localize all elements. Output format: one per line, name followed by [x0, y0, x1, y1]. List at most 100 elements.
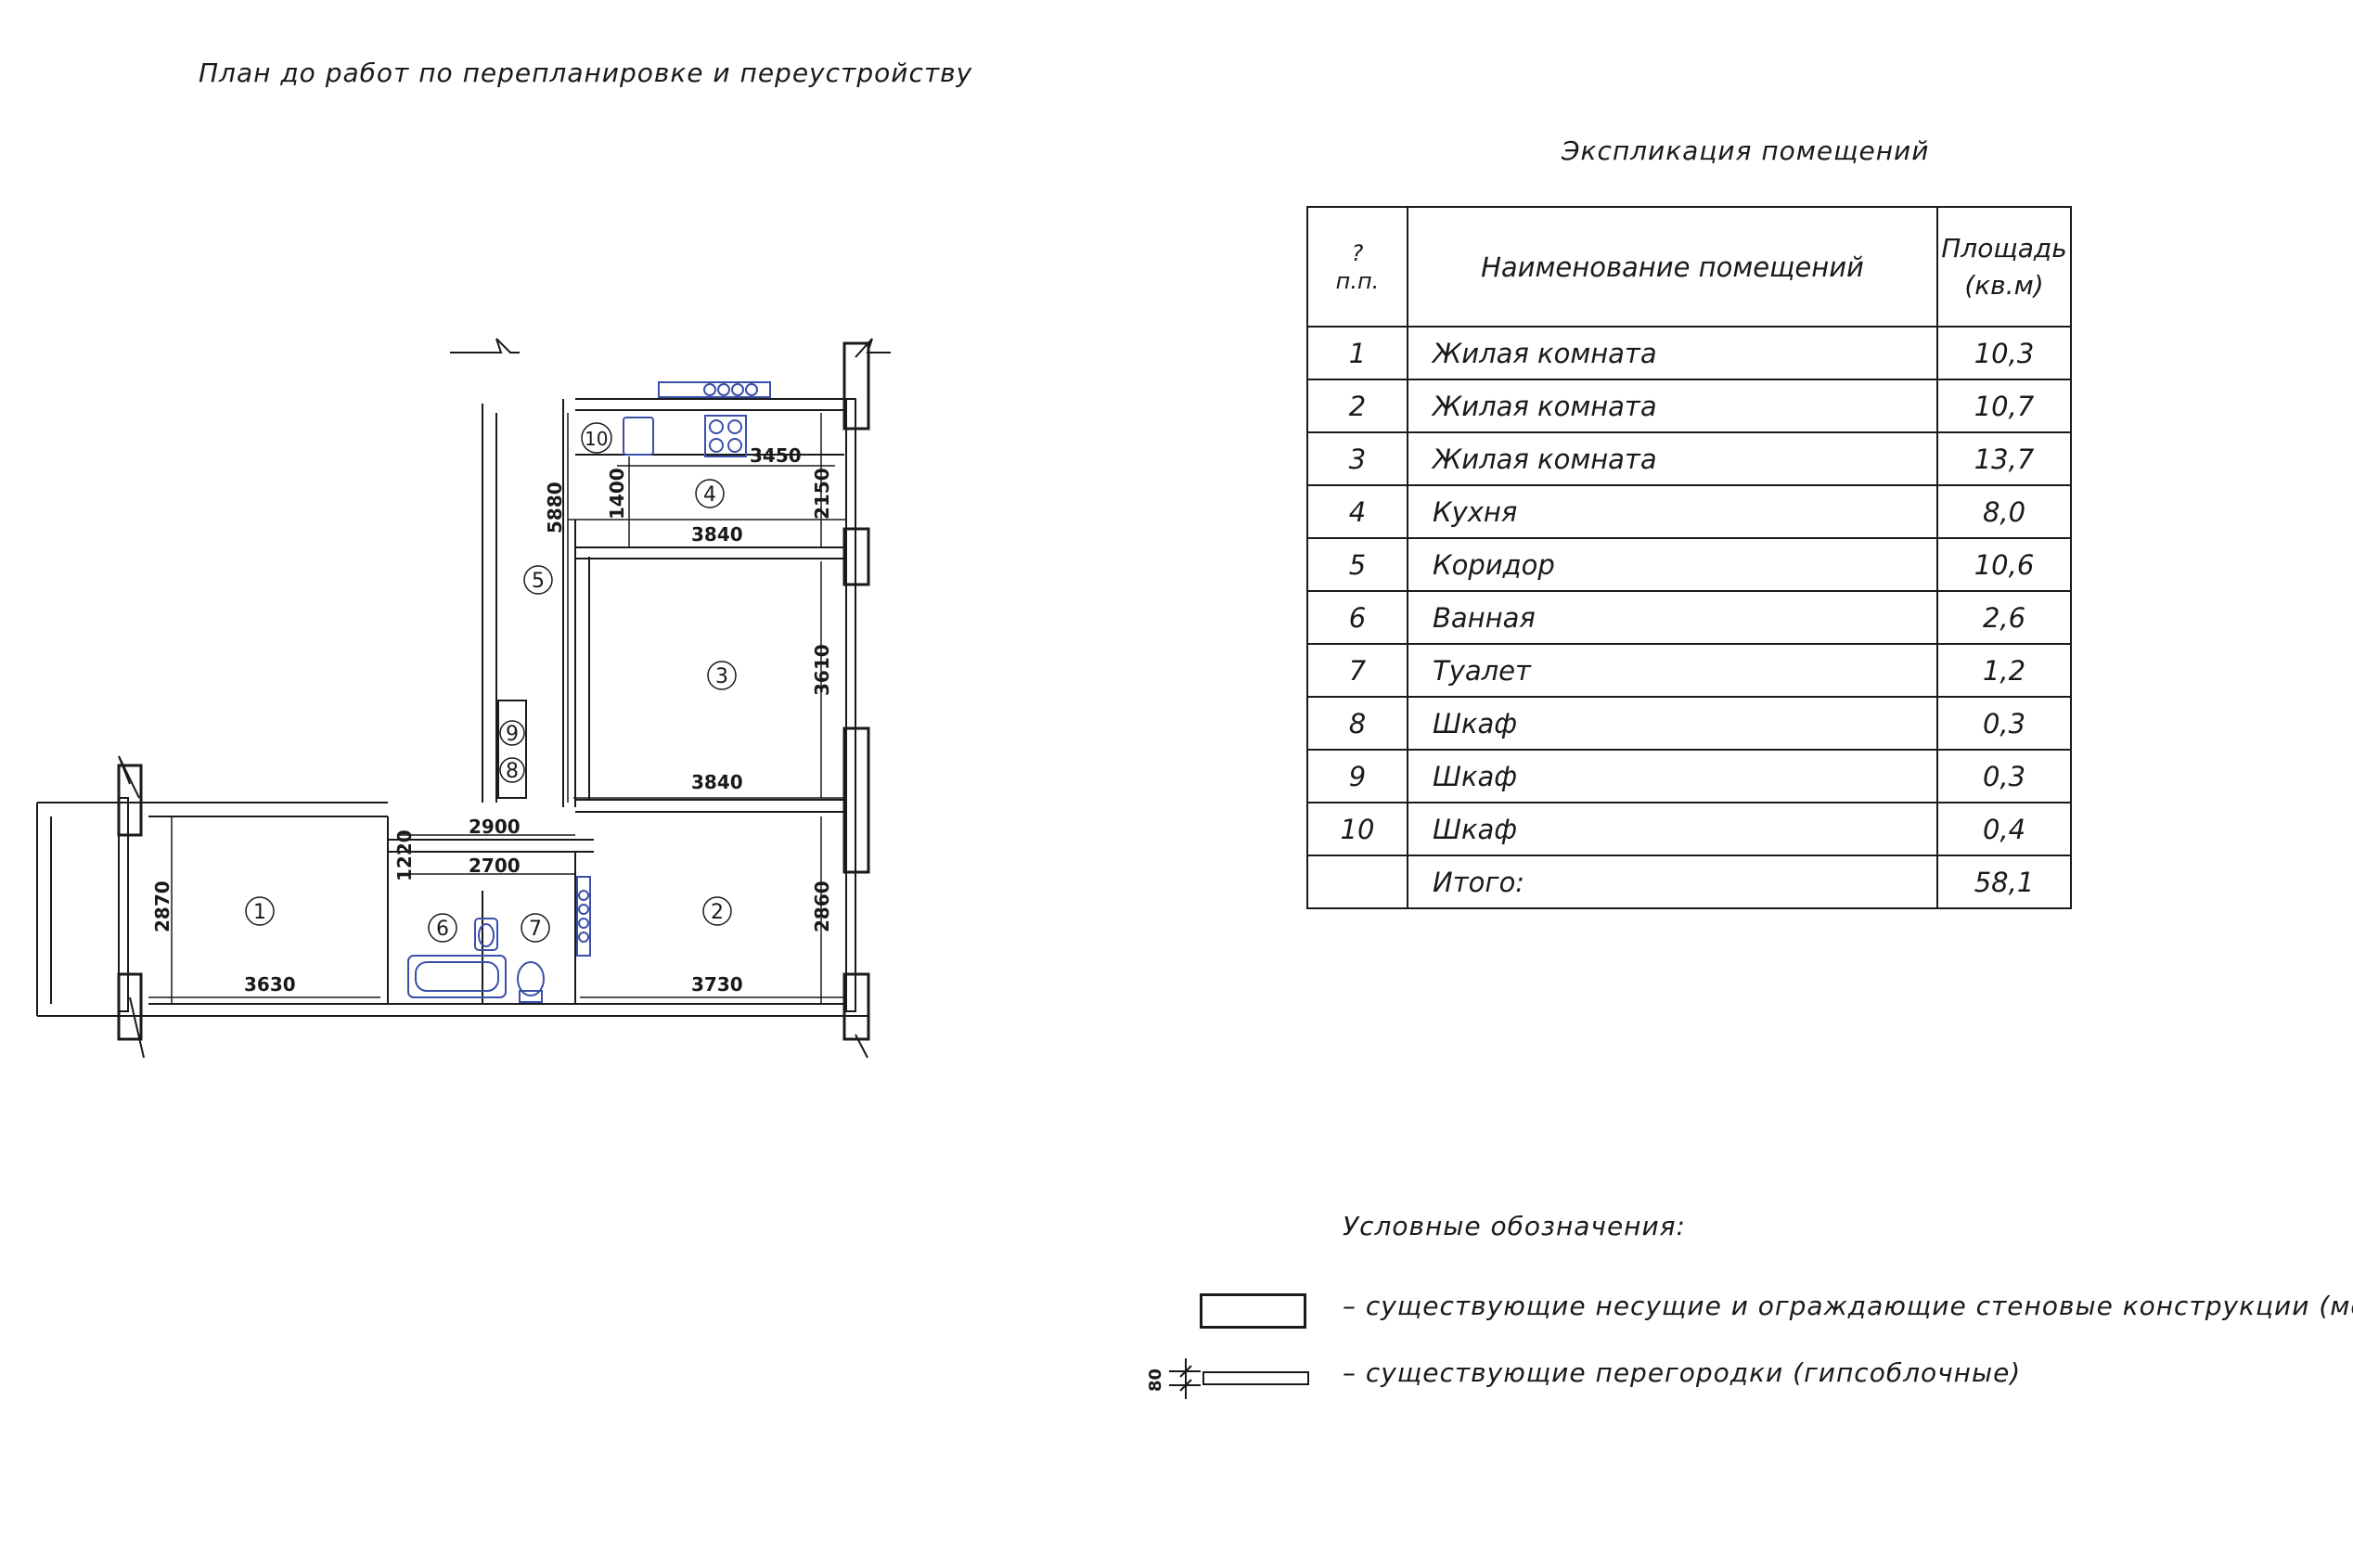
row-area: 13,7 — [1936, 431, 2072, 486]
svg-text:4: 4 — [703, 483, 716, 507]
pillar-left-top — [117, 764, 143, 837]
bathtub — [407, 955, 507, 998]
row-area: 0,3 — [1936, 749, 2072, 803]
row-area: 8,0 — [1936, 484, 2072, 539]
svg-text:5: 5 — [532, 570, 545, 593]
svg-text:1: 1 — [253, 901, 266, 924]
dim-hall-width: 2900 — [469, 816, 521, 838]
svg-text:7: 7 — [529, 918, 542, 941]
heater-bath — [576, 876, 591, 957]
toilet-tank — [519, 990, 543, 1003]
row-num: 7 — [1306, 643, 1408, 698]
row-name: Шкаф — [1407, 696, 1938, 751]
row-name: Ванная — [1407, 590, 1938, 645]
stove — [704, 415, 747, 457]
closet-8-9 — [497, 700, 527, 799]
floor-plan: 3450 3840 3840 2900 2700 3630 3730 2150 … — [36, 338, 891, 1059]
table-title: Экспликация помещений — [1562, 135, 1930, 166]
break-line-bottom-left — [129, 996, 145, 1059]
exterior-wall-right — [845, 398, 856, 1012]
row-num: 3 — [1306, 431, 1408, 486]
svg-text:10: 10 — [585, 428, 608, 450]
row-num: 2 — [1306, 379, 1408, 433]
row-area: 1,2 — [1936, 643, 2072, 698]
heater-top — [658, 381, 771, 398]
legend-partition-symbol — [1202, 1371, 1309, 1385]
svg-text:8: 8 — [506, 760, 519, 783]
row-name: Шкаф — [1407, 749, 1938, 803]
table-total-row: Итого:58,1 — [1306, 855, 2072, 909]
dim-bath-width: 2700 — [469, 855, 521, 877]
row-name: Жилая комната — [1407, 326, 1938, 380]
row-area: 10,6 — [1936, 537, 2072, 592]
row-name: Жилая комната — [1407, 379, 1938, 433]
svg-text:3: 3 — [715, 665, 728, 688]
pillar-right-2 — [842, 527, 870, 586]
dim-room1-depth: 2870 — [151, 880, 174, 932]
room-marker-10: 10 — [581, 422, 612, 454]
pillar-left-bottom — [117, 972, 143, 1041]
room-marker-4: 4 — [695, 479, 725, 508]
room-marker-9: 9 — [499, 720, 525, 746]
header-name: Наименование помещений — [1407, 206, 1938, 328]
break-line-left — [118, 755, 140, 799]
svg-text:6: 6 — [436, 918, 449, 941]
legend-partition-dimension: 80 — [1146, 1358, 1201, 1399]
svg-text:9: 9 — [506, 723, 519, 746]
dim-room3-width: 3840 — [691, 771, 743, 793]
row-area: 0,3 — [1936, 696, 2072, 751]
dim-kitchen-depth: 2150 — [811, 468, 833, 520]
row-area: 0,4 — [1936, 802, 2072, 856]
table-header-row: ?п.п. Наименование помещений Площадь(кв.… — [1306, 206, 2072, 328]
plan-title: План до работ по перепланировке и переус… — [199, 58, 973, 88]
break-line-top — [450, 338, 520, 353]
total-area: 58,1 — [1936, 855, 2072, 909]
room-marker-3: 3 — [707, 661, 737, 690]
legend-wall-symbol — [1200, 1293, 1306, 1329]
bathtub-inner — [415, 961, 499, 992]
exterior-wall-left — [118, 797, 129, 1012]
legend-partition-thickness: 80 — [1146, 1369, 1165, 1392]
row-num: 4 — [1306, 484, 1408, 539]
row-area: 10,3 — [1936, 326, 2072, 380]
dim-kitchen-width: 3450 — [750, 444, 802, 467]
legend-title: Условные обозначения: — [1343, 1211, 1686, 1241]
washbasin-bath — [474, 918, 498, 951]
row-num: 6 — [1306, 590, 1408, 645]
row-name: Туалет — [1407, 643, 1938, 698]
room-marker-8: 8 — [499, 757, 525, 783]
dim-room2-width: 3730 — [691, 973, 743, 996]
total-label: Итого: — [1407, 855, 1938, 909]
room-marker-1: 1 — [245, 896, 275, 926]
pillar-right-1 — [842, 341, 870, 431]
dim-room3-depth: 3610 — [811, 644, 833, 696]
total-num — [1306, 855, 1408, 909]
row-area: 10,7 — [1936, 379, 2072, 433]
row-num: 1 — [1306, 326, 1408, 380]
dim-kitchen-lower-width: 3840 — [691, 523, 743, 546]
dim-bath-depth: 1220 — [393, 829, 416, 881]
row-num: 5 — [1306, 537, 1408, 592]
toilet — [517, 961, 545, 996]
row-name: Жилая комната — [1407, 431, 1938, 486]
row-name: Шкаф — [1407, 802, 1938, 856]
break-line-right-top — [855, 338, 891, 358]
dim-room2-depth: 2860 — [811, 880, 833, 932]
header-num: ?п.п. — [1306, 206, 1408, 328]
kitchen-sink — [623, 417, 654, 456]
room-marker-5: 5 — [523, 565, 553, 595]
room-marker-7: 7 — [521, 913, 550, 943]
row-num: 9 — [1306, 749, 1408, 803]
explication-table: ?п.п. Наименование помещений Площадь(кв.… — [1306, 206, 2072, 909]
dim-room1-width: 3630 — [244, 973, 296, 996]
